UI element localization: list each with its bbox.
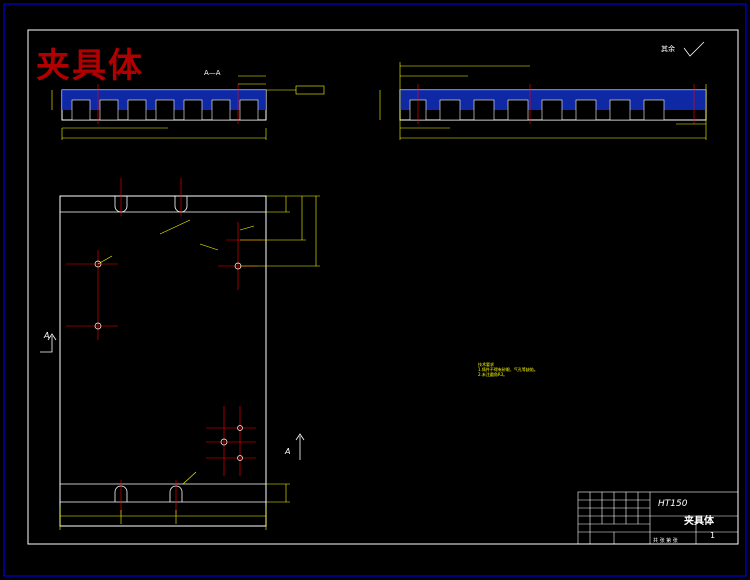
outer-frame [3, 3, 747, 577]
title-block-material: HT150 [658, 499, 688, 509]
title-block-quantity: 1 [710, 531, 716, 540]
section-view-right [379, 62, 707, 140]
section-view-left [51, 75, 325, 140]
plan-view [40, 178, 320, 530]
section-label: A—A [204, 69, 221, 77]
title-block-sheet: 共 张 第 张 [653, 538, 678, 544]
note-line: 2.未注圆角R3。 [478, 372, 508, 377]
roughness-symbol [683, 41, 705, 57]
note-line: 1.铸件不得有砂眼、气孔等缺陷。 [478, 367, 538, 372]
title-block [577, 491, 739, 545]
inner-frame [27, 29, 739, 545]
watermark-title: 夹具体 [36, 46, 144, 86]
view-label-right: A [285, 447, 291, 456]
view-label-left: A [44, 331, 50, 340]
technical-notes: 技术要求 1.铸件不得有砂眼、气孔等缺陷。 2.未注圆角R3。 [478, 362, 538, 377]
title-block-part-name: 夹具体 [684, 516, 714, 527]
roughness-label: 其余 [661, 45, 675, 53]
note-heading: 技术要求 [478, 362, 494, 367]
